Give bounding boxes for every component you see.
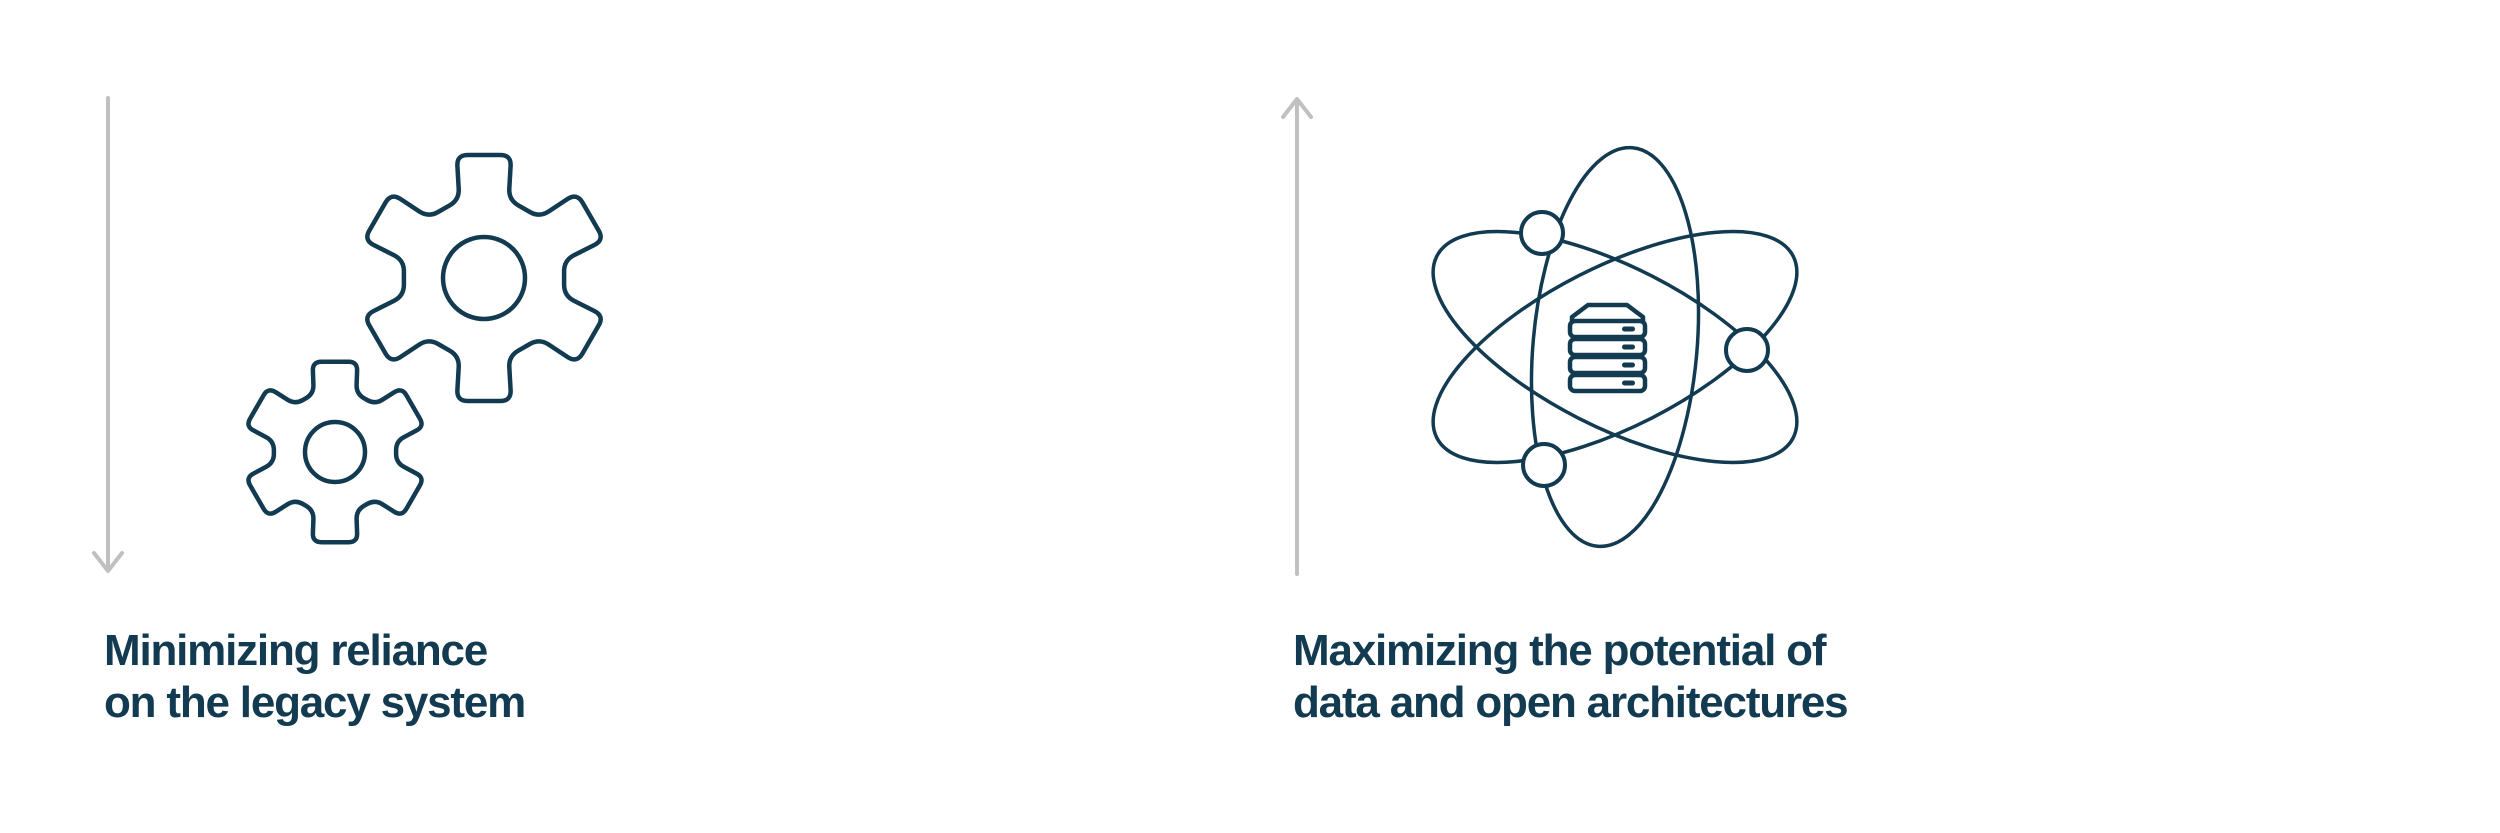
atom-nodes [1519, 210, 1770, 488]
data-caption-line2: data and open architectures [1293, 678, 1849, 727]
legacy-caption: Minimizing reliance on the legacy system [104, 625, 526, 729]
data-caption: Maximizing the potential of data and ope… [1293, 625, 1849, 729]
database-icon [1567, 302, 1648, 394]
arrow-up-head [1281, 97, 1313, 119]
gears-icon [246, 152, 603, 545]
atom-orbits [1431, 145, 1799, 549]
legacy-caption-line1: Minimizing reliance [104, 626, 488, 675]
data-caption-line1: Maximizing the potential of [1293, 626, 1826, 675]
arrow-up-icon [1281, 97, 1313, 576]
legacy-caption-line2: on the legacy system [104, 678, 526, 727]
arrow-down-head [92, 551, 124, 573]
arrow-down-icon [92, 96, 124, 573]
atom-data-icon [1431, 145, 1799, 549]
